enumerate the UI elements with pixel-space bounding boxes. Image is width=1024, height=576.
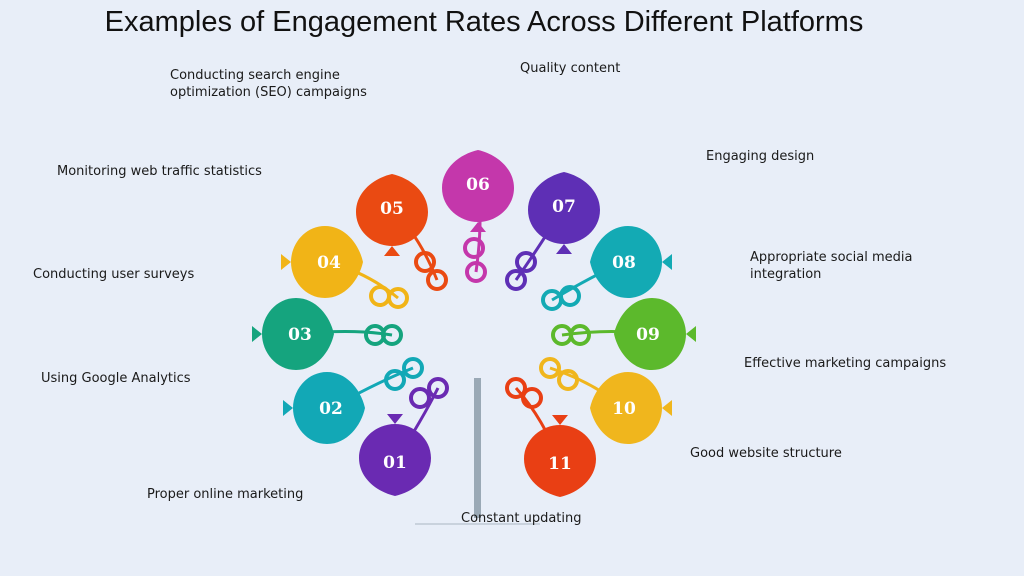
label-06: Quality content: [520, 60, 620, 77]
ring-01-1: [409, 387, 431, 409]
petal-number-10: 10: [612, 399, 636, 419]
ring-05-1: [414, 251, 436, 273]
petal-shape-09: [614, 298, 696, 370]
petal-11: 11: [505, 377, 596, 497]
petal-number-04: 04: [317, 253, 341, 273]
ring-04-1: [369, 285, 391, 307]
ring-08-2: [541, 289, 563, 311]
petal-number-08: 08: [612, 253, 636, 273]
petal-05: 05: [356, 174, 448, 291]
ring-04-2: [387, 287, 409, 309]
label-line: Conducting user surveys: [33, 267, 195, 282]
label-05: Conducting search engine optimization (SE…: [170, 67, 367, 101]
petal-09: 09: [551, 298, 696, 370]
ring-01-2: [427, 377, 449, 399]
petal-shape-03: [252, 298, 334, 370]
label-03: Conducting user surveys: [33, 266, 194, 283]
petal-shape-10: [590, 372, 672, 444]
label-line: Good website structure: [690, 446, 842, 461]
label-line: Constant updating: [461, 511, 582, 526]
ring-11-2: [505, 377, 527, 399]
petal-shape-04: [281, 226, 363, 298]
petal-shape-05: [356, 174, 428, 256]
ring-07-1: [515, 251, 537, 273]
label-01: Proper online marketing: [147, 486, 303, 503]
petal-number-01: 01: [383, 453, 407, 473]
ring-10-2: [539, 357, 561, 379]
label-line: Conducting search engine: [170, 68, 340, 83]
ring-07-2: [505, 269, 527, 291]
label-11: Constant updating: [461, 510, 582, 527]
petal-06: 06: [442, 150, 514, 283]
label-10: Good website structure: [690, 445, 842, 462]
petal-shape-08: [590, 226, 672, 298]
ring-03-2: [381, 324, 403, 346]
label-07: Engaging design: [706, 148, 814, 165]
petal-10: 10: [539, 357, 672, 444]
label-02: Using Google Analytics: [41, 370, 191, 387]
petal-04: 04: [281, 226, 409, 309]
petal-03: 03: [252, 298, 403, 370]
label-line: optimization (SEO) campaigns: [170, 85, 367, 100]
petal-number-03: 03: [288, 325, 312, 345]
petal-shape-07: [528, 172, 600, 254]
diagram-title: Examples of Engagement Rates Across Diff…: [104, 6, 864, 38]
petal-shape-06: [442, 150, 514, 232]
ring-11-1: [521, 387, 543, 409]
ring-05-2: [426, 269, 448, 291]
petal-shape-01: [359, 414, 431, 496]
petal-number-05: 05: [380, 199, 404, 219]
label-line: Monitoring web traffic statistics: [57, 164, 262, 179]
label-line: integration: [750, 267, 822, 282]
petal-number-09: 09: [636, 325, 660, 345]
label-04: Monitoring web traffic statistics: [57, 163, 262, 180]
label-line: Quality content: [520, 61, 621, 76]
label-08: Appropriate social media integration: [750, 249, 913, 283]
ring-06-2: [465, 261, 487, 283]
petal-number-07: 07: [552, 197, 576, 217]
label-09: Effective marketing campaigns: [744, 355, 946, 372]
stem: [474, 378, 481, 518]
ring-10-1: [557, 369, 579, 391]
petal-shape-11: [524, 415, 596, 497]
petal-number-06: 06: [466, 175, 490, 195]
ring-02-1: [384, 369, 406, 391]
label-line: Appropriate social media: [750, 250, 913, 265]
label-line: Engaging design: [706, 149, 815, 164]
petal-08: 08: [541, 226, 672, 311]
ring-09-2: [551, 324, 573, 346]
label-line: Using Google Analytics: [41, 371, 191, 386]
petal-07: 07: [505, 172, 600, 291]
label-line: Effective marketing campaigns: [744, 356, 947, 371]
petal-number-02: 02: [319, 399, 343, 419]
petal-number-11: 11: [548, 454, 572, 474]
label-line: Proper online marketing: [147, 487, 304, 502]
ring-06-1: [463, 237, 485, 259]
petal-shape-02: [283, 372, 365, 444]
ring-02-2: [402, 357, 424, 379]
petal-01: 01: [359, 377, 449, 496]
petal-02: 02: [283, 357, 424, 444]
